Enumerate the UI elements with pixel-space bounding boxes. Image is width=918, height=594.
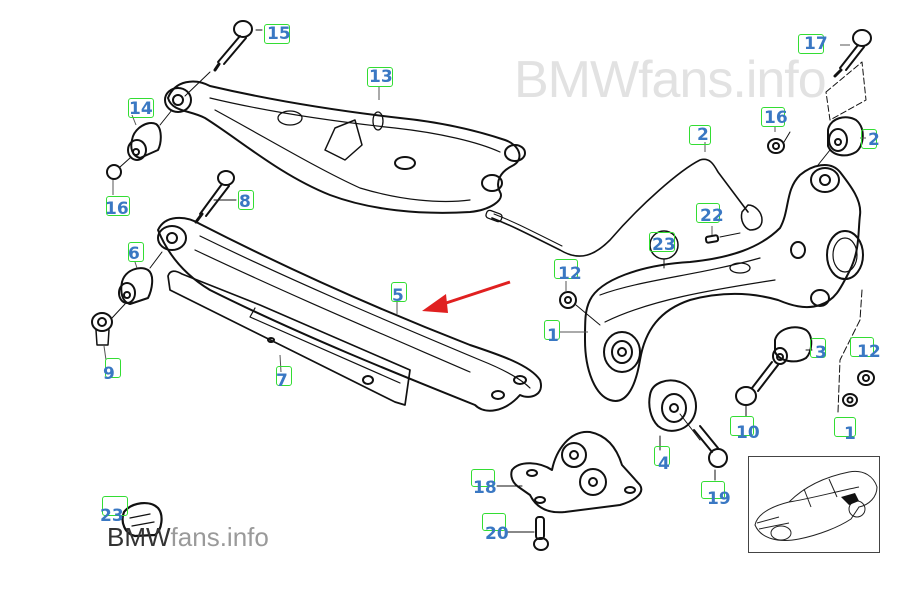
callout-13[interactable]: 13 <box>369 67 393 87</box>
callout-12-right[interactable]: 12 <box>857 342 881 362</box>
callout-14[interactable]: 14 <box>129 99 153 119</box>
callout-box-12a <box>554 259 578 279</box>
callout-box-4 <box>654 446 670 466</box>
bushing-2 <box>817 116 864 166</box>
callout-23-bottom[interactable]: 23 <box>100 506 124 526</box>
callout-17[interactable]: 17 <box>804 34 828 54</box>
callout-box-23a <box>649 232 675 252</box>
callout-box-1b <box>834 417 856 437</box>
plug-23-bottom <box>121 502 163 538</box>
callout-2-bushing[interactable]: 2 <box>868 130 880 150</box>
trailing-arm <box>157 216 542 412</box>
callout-1-washer[interactable]: 1 <box>844 424 856 444</box>
bushing-3 <box>772 326 813 365</box>
callout-box-9 <box>105 358 121 378</box>
callout-2-sensor[interactable]: 2 <box>697 125 709 145</box>
watermark-top: BMWfans.info <box>514 50 827 110</box>
nut-12-right <box>857 370 875 386</box>
callout-box-16b <box>761 107 785 127</box>
callout-box-2b <box>689 125 711 145</box>
callout-15[interactable]: 15 <box>267 24 291 44</box>
callout-16-left[interactable]: 16 <box>105 199 129 219</box>
callout-10[interactable]: 10 <box>736 423 760 443</box>
callout-box-20 <box>482 513 506 531</box>
callout-6[interactable]: 6 <box>128 244 140 264</box>
bracket-18 <box>496 430 643 514</box>
cover-7 <box>167 270 411 406</box>
callout-box-19 <box>701 481 725 499</box>
bolt-15 <box>184 20 263 97</box>
bolt-17 <box>825 29 872 121</box>
bushing-6 <box>91 251 163 346</box>
callout-box-17 <box>798 34 824 54</box>
callout-22[interactable]: 22 <box>700 206 724 226</box>
callout-box-12b <box>850 337 874 357</box>
callout-23-top[interactable]: 23 <box>652 235 676 255</box>
bolt-10 <box>735 361 779 417</box>
vehicle-locator-inset <box>748 456 880 553</box>
nut-16-right <box>767 131 791 154</box>
plug-23 <box>649 230 679 269</box>
wheel-carrier <box>584 164 864 402</box>
callout-19[interactable]: 19 <box>707 489 731 509</box>
callout-20[interactable]: 20 <box>485 524 509 544</box>
callout-box-2a <box>861 129 877 149</box>
watermark-top-suffix: .info <box>732 51 826 109</box>
callout-box-23b <box>102 496 128 516</box>
callout-box-10 <box>730 416 754 436</box>
nut-12-left <box>559 291 601 326</box>
callout-box-6 <box>128 242 144 262</box>
watermark-top-main: BMWfans <box>514 51 733 109</box>
bolt-8 <box>194 170 237 224</box>
callout-box-1a <box>544 320 560 340</box>
callout-1-carrier[interactable]: 1 <box>547 326 559 346</box>
callout-3[interactable]: 3 <box>815 343 827 363</box>
callout-5[interactable]: 5 <box>392 286 404 306</box>
screw-22 <box>704 232 741 244</box>
callout-box-8 <box>238 190 254 210</box>
watermark-bottom-suffix: fans.info <box>170 522 269 552</box>
callout-box-14 <box>128 98 154 118</box>
callout-18[interactable]: 18 <box>473 478 497 498</box>
car-silhouette-icon <box>754 470 878 541</box>
callout-box-16a <box>106 196 130 216</box>
callout-box-3 <box>810 338 826 358</box>
wear-sensor-lead <box>485 158 763 257</box>
callout-8[interactable]: 8 <box>239 192 251 212</box>
bushing-4 <box>648 379 701 451</box>
callout-12-left[interactable]: 12 <box>558 264 582 284</box>
callout-box-18 <box>471 469 495 487</box>
callout-16-right[interactable]: 16 <box>764 108 788 128</box>
callout-box-13 <box>367 67 393 87</box>
callout-box-7 <box>276 366 292 386</box>
watermark-bottom: BMWfans.info <box>107 522 269 553</box>
bushing-14 <box>106 109 173 180</box>
callout-box-5 <box>391 282 407 302</box>
callout-box-15 <box>264 24 290 44</box>
callout-4[interactable]: 4 <box>658 454 670 474</box>
upper-control-arm <box>164 80 526 214</box>
annotation-arrow <box>422 280 511 313</box>
watermark-bottom-main: BMW <box>107 522 171 552</box>
bolt-20 <box>505 516 549 551</box>
bolt-19 <box>693 425 728 481</box>
callout-7[interactable]: 7 <box>276 371 288 391</box>
callout-9[interactable]: 9 <box>103 364 115 384</box>
callout-box-22 <box>696 203 720 223</box>
